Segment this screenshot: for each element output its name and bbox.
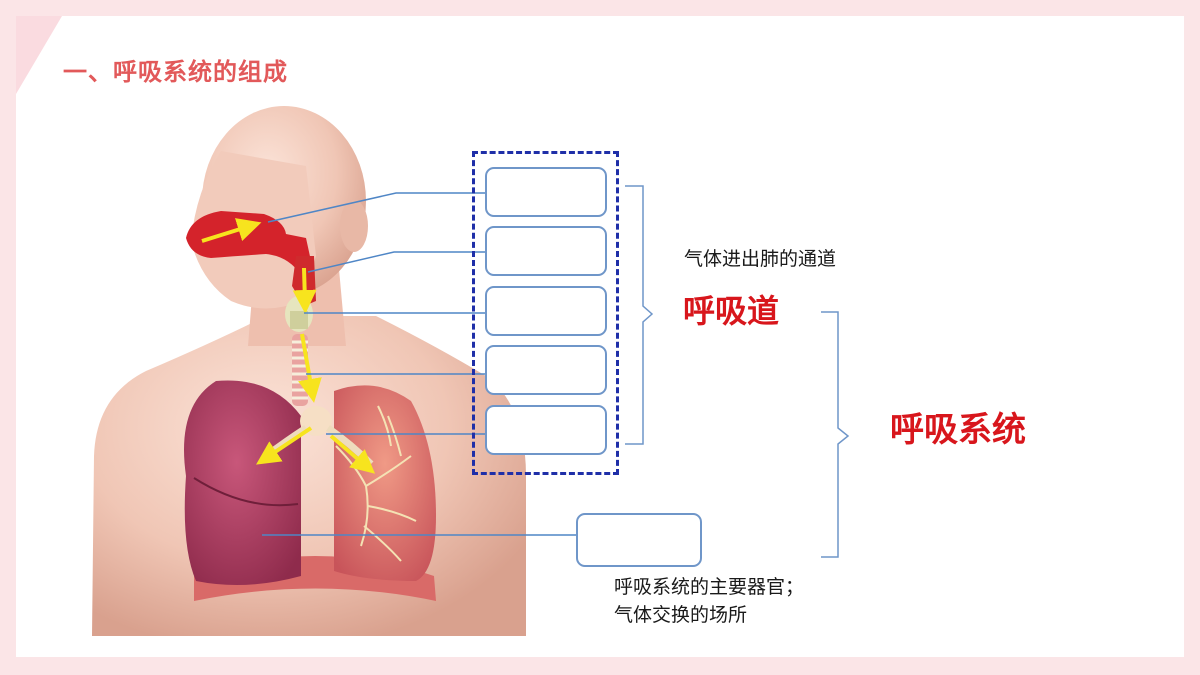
larynx [285,296,313,332]
bronchial-tree [335,405,417,562]
arrow-right-bronchus [329,434,376,474]
blank-box-larynx[interactable] [485,286,607,336]
leader-nose [267,192,485,223]
blank-box-lung[interactable] [576,513,702,567]
blank-box-bronchi[interactable] [485,405,607,455]
blank-box-nose[interactable] [485,167,607,217]
slide: 一、呼吸系统的组成 [16,16,1184,657]
arrow-pharynx [292,267,317,314]
page-title: 一、呼吸系统的组成 [63,58,288,86]
brace-system [821,311,850,558]
system-label: 呼吸系统 [890,410,1026,450]
lung-description-1: 呼吸系统的主要器官； [614,576,805,598]
airway-description: 气体进出肺的通道 [684,248,837,270]
brace-airway-organs [625,185,654,445]
arrow-nose [201,218,262,243]
braces [625,185,850,558]
lung-description-2: 气体交换的场所 [614,604,748,626]
blank-box-pharynx[interactable] [485,226,607,276]
ear [340,200,368,252]
airway-organs-frame [472,151,619,475]
airway-label: 呼吸道 [683,292,780,330]
respiratory-diagram [92,106,850,636]
leader-lines [262,192,576,536]
lung-fissure [193,477,299,507]
blank-box-trachea[interactable] [485,345,607,395]
left-lung [184,380,301,585]
airflow-arrows [201,218,376,474]
leader-pharynx [307,251,485,273]
arrow-left-bronchus [256,426,313,465]
arrow-trachea [298,333,322,403]
